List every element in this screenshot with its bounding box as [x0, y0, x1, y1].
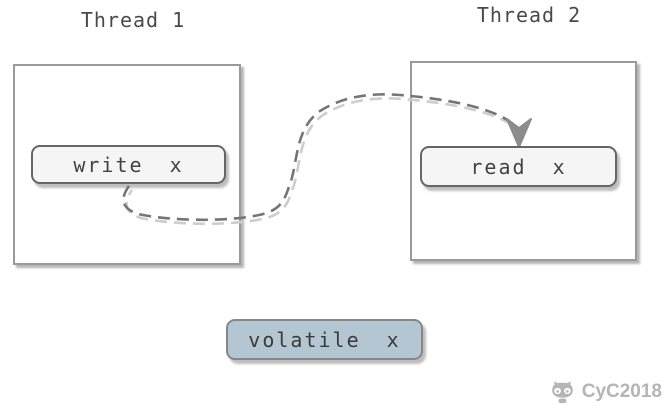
read-x-node: read x	[420, 146, 617, 187]
watermark: CyC2018	[549, 380, 662, 404]
thread2-title: Thread 2	[476, 3, 582, 27]
watermark-text: CyC2018	[581, 381, 662, 402]
octocat-icon	[551, 381, 573, 404]
volatile-x-node: volatile x	[226, 319, 423, 360]
write-x-node: write x	[31, 145, 226, 184]
thread1-title: Thread 1	[80, 8, 186, 32]
